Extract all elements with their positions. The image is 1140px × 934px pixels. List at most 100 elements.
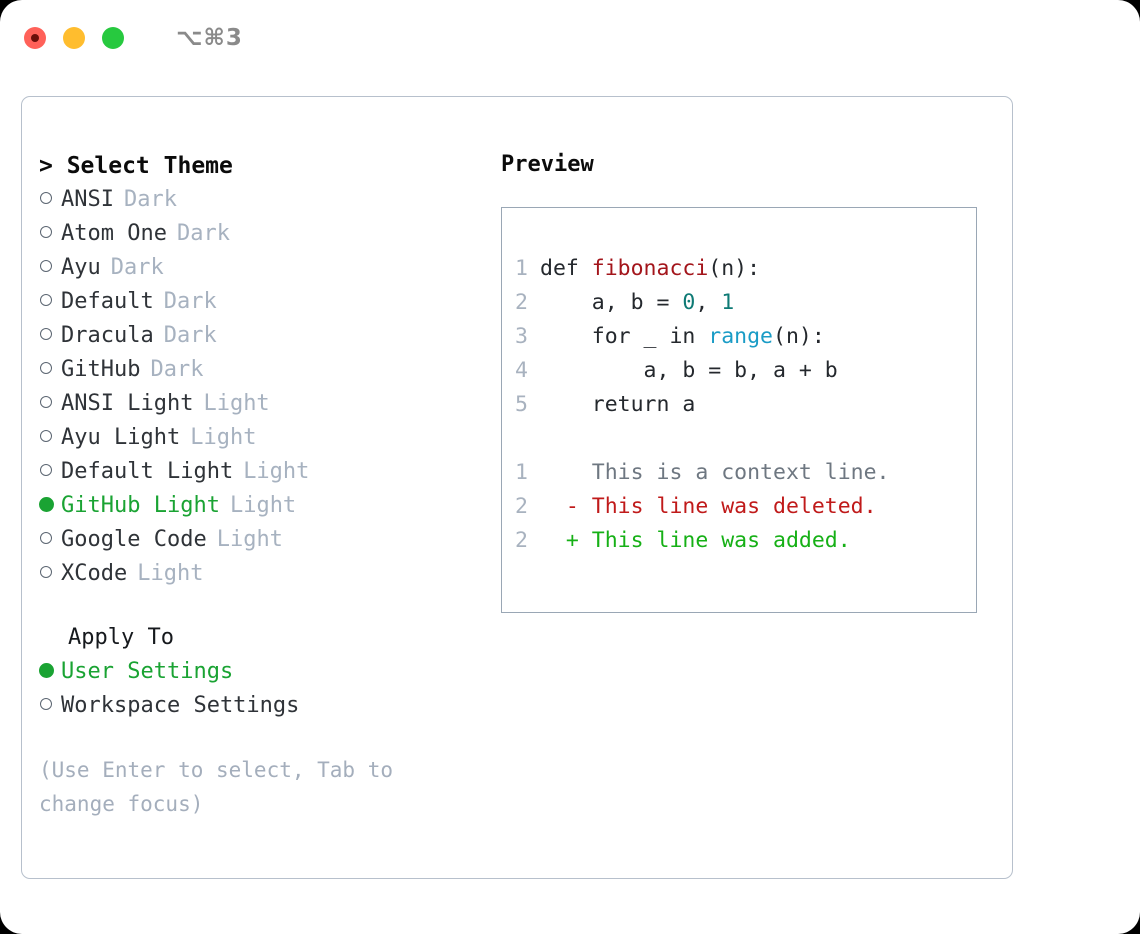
theme-option-11[interactable]: XCode Light: [39, 557, 499, 591]
radio-ring-icon: [40, 362, 52, 374]
code-line: 3 for _ in range(n):: [502, 320, 976, 354]
theme-option-5[interactable]: GitHub Dark: [39, 353, 499, 387]
diff-line: 1 This is a context line.: [502, 456, 976, 490]
code-line: 4 a, b = b, a + b: [502, 354, 976, 388]
theme-option-label: Ayu Light: [61, 425, 181, 450]
radio-ring-icon: [40, 532, 52, 544]
diff-sample: 1 This is a context line.2 - This line w…: [502, 456, 976, 558]
traffic-lights: [24, 27, 124, 49]
line-number: 4: [515, 358, 528, 383]
line-number: 2: [515, 494, 528, 519]
code-token: 0: [682, 290, 696, 315]
preview-title: Preview: [501, 152, 594, 177]
radio-ring-icon: [40, 566, 52, 578]
code-text: for _ in range(n):: [540, 320, 825, 354]
theme-option-label: ANSI Light: [61, 391, 194, 416]
code-line: 2 a, b = 0, 1: [502, 286, 976, 320]
code-token: return a: [540, 392, 696, 417]
maximize-window-icon[interactable]: [102, 27, 124, 49]
theme-option-3[interactable]: Default Dark: [39, 285, 499, 319]
line-number: 5: [515, 392, 528, 417]
diff-line: 2 - This line was deleted.: [502, 490, 976, 524]
code-token: (n):: [708, 256, 761, 281]
radio-ring-icon: [40, 226, 52, 238]
apply-option-1[interactable]: Workspace Settings: [39, 689, 499, 723]
theme-variant-tag: Dark: [150, 357, 204, 382]
code-token: (n):: [773, 324, 825, 349]
spacer: [502, 422, 976, 456]
theme-option-label: Default: [61, 289, 154, 314]
diff-text: This line was deleted.: [578, 494, 877, 519]
theme-variant-tag: Light: [137, 561, 204, 586]
code-text: a, b = b, a + b: [540, 354, 838, 388]
theme-variant-tag: Dark: [163, 289, 217, 314]
theme-option-label: GitHub Light: [61, 493, 220, 518]
theme-option-label: Ayu: [61, 255, 101, 280]
apply-option-label: Workspace Settings: [61, 693, 300, 718]
keyboard-hint: (Use Enter to select, Tab to change focu…: [39, 758, 406, 816]
code-token: def: [540, 256, 592, 281]
code-text: a, b = 0, 1: [540, 286, 734, 320]
theme-option-label: Atom One: [61, 221, 167, 246]
radio-ring-icon: [40, 396, 52, 408]
code-token: range: [708, 324, 774, 349]
line-number: 1: [515, 256, 528, 281]
theme-option-9[interactable]: GitHub Light Light: [39, 489, 499, 523]
theme-variant-tag: Light: [190, 425, 257, 450]
line-number: 2: [515, 290, 528, 315]
radio-ring-icon: [40, 192, 52, 204]
theme-variant-tag: Light: [216, 527, 283, 552]
apply-to-heading: Apply To: [68, 625, 174, 650]
radio-ring-icon: [40, 328, 52, 340]
radio-dot-icon: [39, 663, 54, 678]
code-text: return a: [540, 388, 696, 422]
keyboard-shortcut-label: ⌥⌘3: [176, 25, 243, 51]
theme-option-2[interactable]: Ayu Dark: [39, 251, 499, 285]
page-title: > Select Theme: [39, 153, 233, 179]
theme-option-label: Google Code: [61, 527, 207, 552]
radio-ring-icon: [40, 698, 52, 710]
diff-marker: +: [540, 528, 579, 553]
theme-option-7[interactable]: Ayu Light Light: [39, 421, 499, 455]
radio-ring-icon: [40, 430, 52, 442]
line-number: 2: [515, 528, 528, 553]
close-window-icon[interactable]: [24, 27, 46, 49]
radio-ring-icon: [40, 260, 52, 272]
code-text: def fibonacci(n):: [540, 252, 760, 286]
theme-option-10[interactable]: Google Code Light: [39, 523, 499, 557]
theme-option-label: Dracula: [61, 323, 154, 348]
minimize-window-icon[interactable]: [63, 27, 85, 49]
theme-option-label: XCode: [61, 561, 128, 586]
diff-marker: -: [540, 494, 579, 519]
radio-ring-icon: [40, 294, 52, 306]
theme-variant-tag: Dark: [110, 255, 164, 280]
code-token: ,: [695, 290, 722, 315]
theme-variant-tag: Dark: [123, 187, 177, 212]
radio-ring-icon: [40, 464, 52, 476]
radio-dot-icon: [39, 497, 54, 512]
code-token: fibonacci: [591, 256, 709, 281]
theme-option-label: GitHub: [61, 357, 141, 382]
code-line: 5 return a: [502, 388, 976, 422]
diff-text: This is a context line.: [578, 460, 890, 485]
code-line: 1 def fibonacci(n):: [502, 252, 976, 286]
diff-marker: [540, 456, 579, 490]
code-token: a, b = b, a + b: [540, 358, 838, 383]
apply-option-0[interactable]: User Settings: [39, 655, 499, 689]
diff-text: This line was added.: [578, 528, 851, 553]
code-token: for _ in: [540, 324, 709, 349]
apply-option-label: User Settings: [61, 659, 234, 684]
line-number: 1: [515, 460, 528, 485]
theme-variant-tag: Light: [229, 493, 297, 518]
